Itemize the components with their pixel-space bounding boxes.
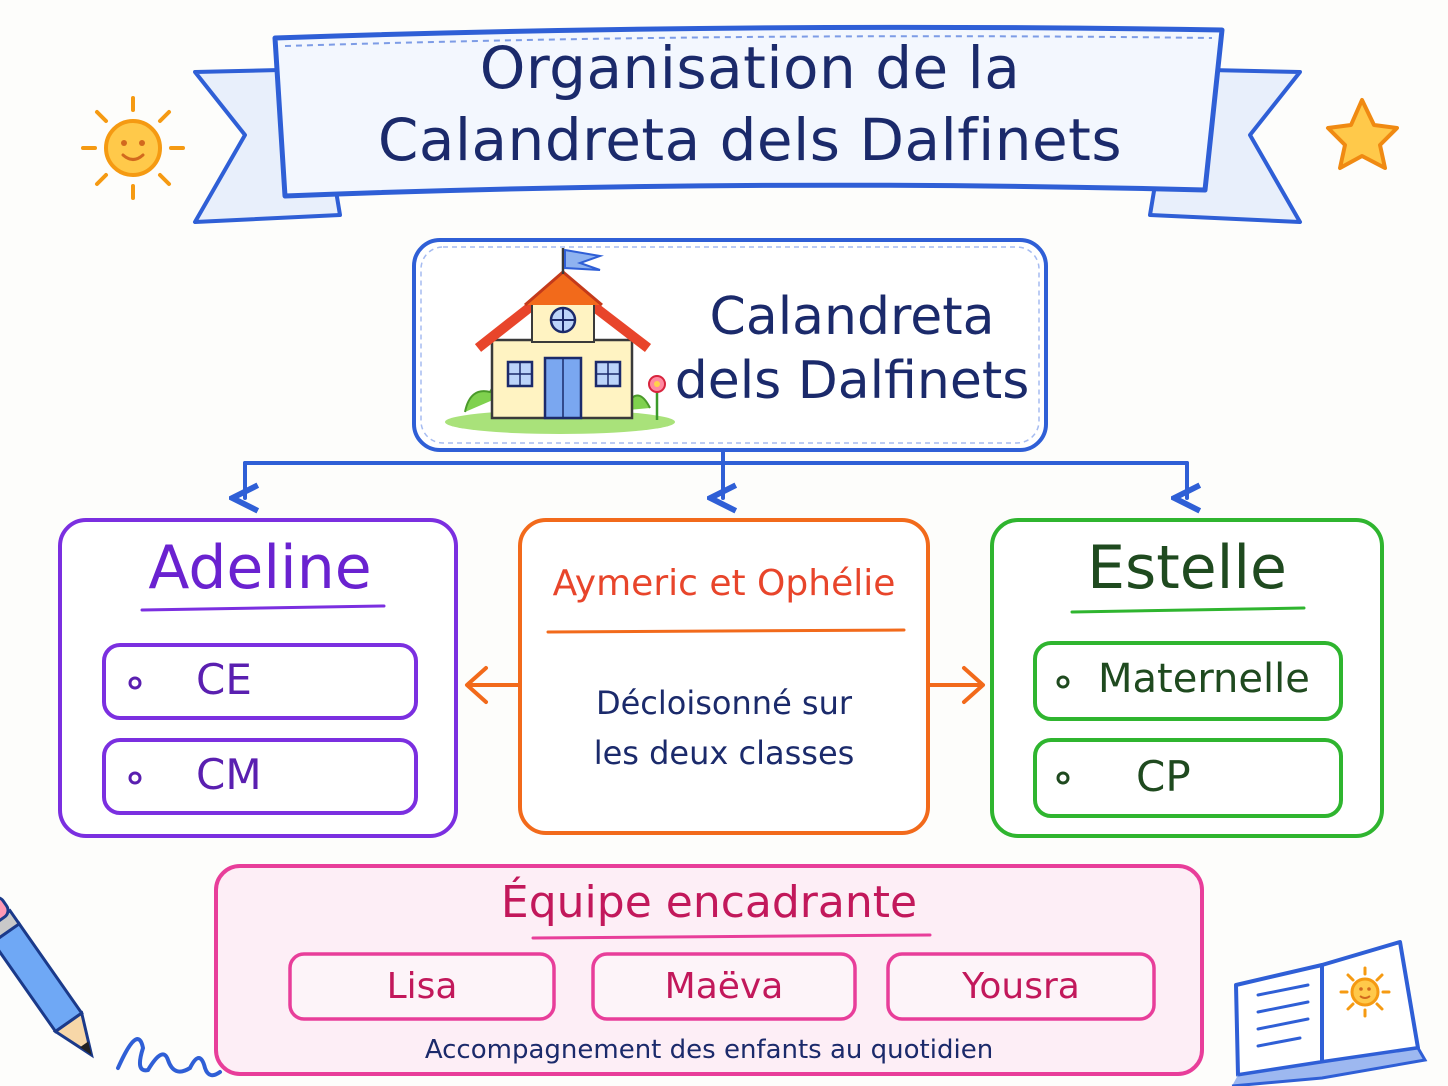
school-name-line2: dels Dalfinets [674,351,1030,411]
school-house-icon [445,248,675,434]
open-book-icon [1231,940,1428,1086]
team-caption: Accompagnement des enfants au quotidien [424,1035,994,1065]
star-icon [1326,98,1399,170]
title-ribbon [193,24,1302,224]
class-pill-cp [1033,738,1343,818]
class-pill-ce [102,643,418,720]
class-pill-cm [102,738,418,815]
decloisonne-line1: Décloisonné sur [595,684,853,722]
team-member-maeva: Maëva [664,966,784,1007]
estelle-name: Estelle [1087,533,1287,603]
arrow-right-icon [928,666,985,704]
aymeric-ophelie-card [518,518,930,835]
scribble-icon [116,1037,222,1078]
team-pill-lisa [288,952,556,1021]
team-pill-yousra [886,952,1156,1021]
team-member-yousra: Yousra [962,966,1080,1007]
team-member-lisa: Lisa [386,966,458,1007]
sun-icon [81,96,185,200]
pencil-icon [0,895,94,1059]
decloisonne-line2: les deux classes [593,734,855,772]
page-title-line1: Organisation de la [479,34,1021,102]
page-title-line2: Calandreta dels Dalfinets [377,106,1123,174]
school-name-line1: Calandreta [709,287,995,347]
team-title: Équipe encadrante [500,877,918,928]
aymeric-ophelie-names: Aymeric et Ophélie [552,563,896,604]
team-pill-maeva [591,952,857,1021]
class-label-cm: CM [196,750,262,799]
class-pill-maternelle [1033,641,1343,721]
class-label-maternelle: Maternelle [1098,656,1310,702]
connector-lines [245,448,1187,498]
class-label-cp: CP [1136,752,1191,801]
arrow-left-icon [465,666,520,704]
class-label-ce: CE [196,655,252,704]
adeline-name: Adeline [148,533,372,603]
